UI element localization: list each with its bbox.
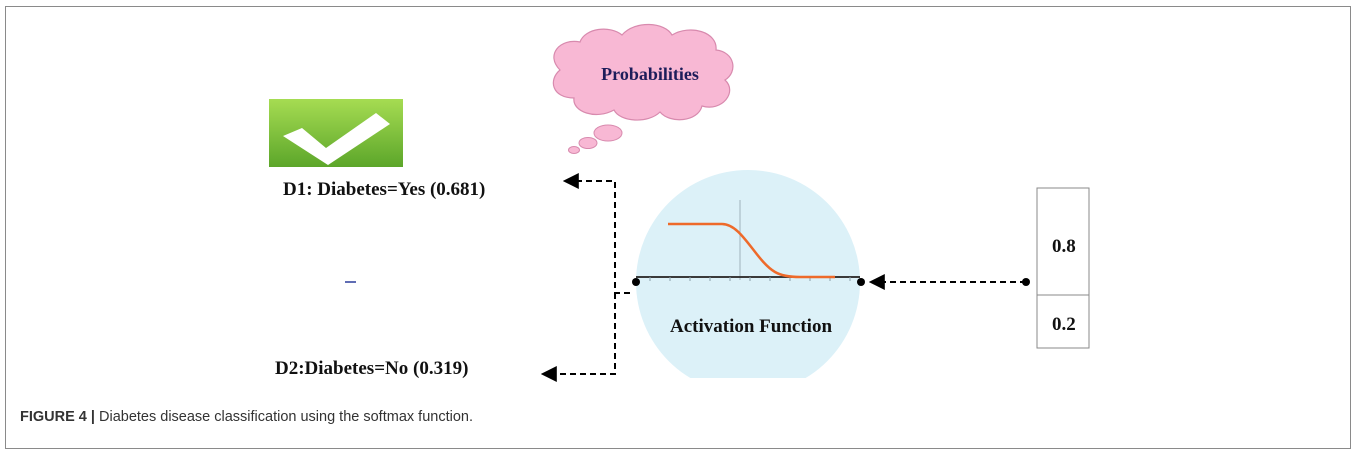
activation-input-port	[857, 278, 865, 286]
arrow-to-no	[540, 293, 616, 382]
check-icon	[269, 99, 403, 167]
activation-output-port	[632, 278, 640, 286]
figure-number: FIGURE 4 |	[20, 409, 95, 425]
output-connectors	[540, 173, 630, 382]
activation-label: Activation Function	[670, 316, 832, 337]
output-label-no: D2:Diabetes=No (0.319)	[275, 358, 468, 379]
probabilities-cloud: Probabilities	[552, 23, 734, 154]
activation-curve	[668, 222, 835, 279]
input-vector: 0.8 0.2	[1036, 187, 1090, 349]
input-value-2: 0.2	[1052, 314, 1076, 335]
cloud-label: Probabilities	[601, 64, 699, 84]
output-label-yes: D1: Diabetes=Yes (0.681)	[283, 179, 485, 200]
input-port	[1022, 278, 1030, 286]
caption-text: Diabetes disease classification using th…	[99, 409, 473, 425]
arrow-to-yes	[562, 173, 630, 294]
figure-caption: FIGURE 4 | Diabetes disease classificati…	[20, 409, 473, 425]
activation-node: Activation Function	[632, 170, 865, 408]
input-value-1: 0.8	[1052, 236, 1076, 257]
